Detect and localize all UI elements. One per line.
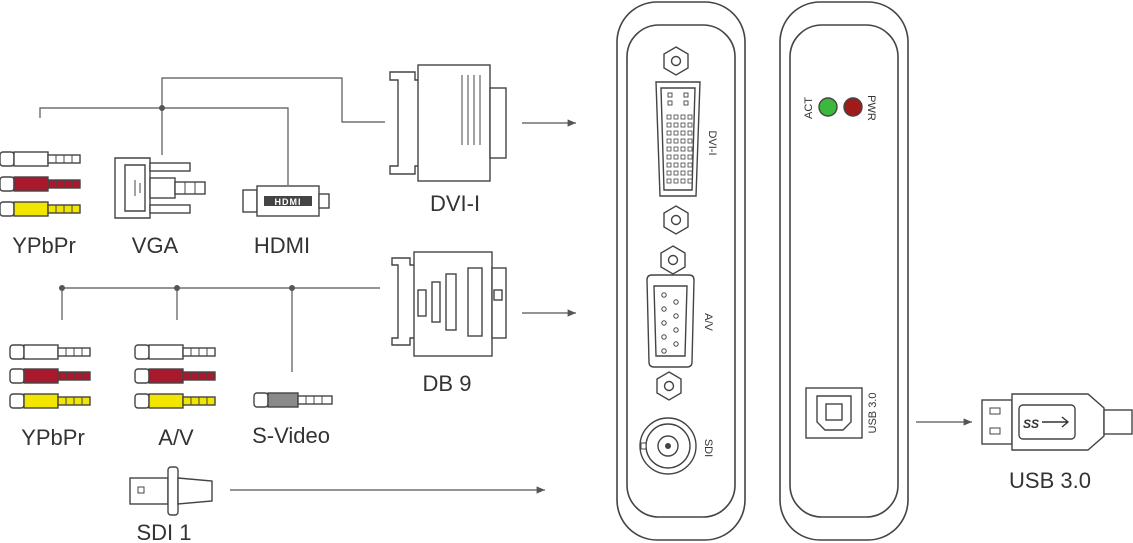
sdi-port xyxy=(639,417,697,475)
hex-nut-icon xyxy=(656,46,689,401)
label-hdmi: HDMI xyxy=(254,233,310,258)
usb-b-port xyxy=(805,387,863,439)
label-av: A/V xyxy=(158,425,194,450)
rca-plug-icon-ypbpr-bottom xyxy=(9,344,91,409)
bottom-bus-lines xyxy=(59,285,380,372)
label-sdi1: SDI 1 xyxy=(136,520,191,543)
label-vga: VGA xyxy=(132,233,179,258)
db9-connector-icon xyxy=(391,251,507,357)
label-usb30: USB 3.0 xyxy=(1009,468,1091,493)
dvi-port-label: DVI-I xyxy=(706,130,718,155)
label-ypbpr-bottom: YPbPr xyxy=(21,425,85,450)
label-db9: DB 9 xyxy=(423,371,472,396)
dvi-port xyxy=(655,81,701,197)
rca-plug-icon-ypbpr-top xyxy=(0,151,81,217)
device-back-panel: ACT PWR USB 3.0 xyxy=(779,1,909,541)
svg-text:HDMI: HDMI xyxy=(275,197,302,207)
usb3-plug-icon: SS xyxy=(981,393,1133,451)
svideo-plug-icon xyxy=(253,392,333,408)
sdi-port-label: SDI xyxy=(702,439,714,457)
device-front-panel: DVI-I A/V SDI xyxy=(616,1,746,541)
usb-port-label: USB 3.0 xyxy=(867,393,879,434)
top-bus-lines xyxy=(39,77,385,185)
pwr-label: PWR xyxy=(865,95,877,121)
act-label: ACT xyxy=(803,97,815,119)
dvi-connector-icon xyxy=(389,64,507,182)
sdi-plug-icon xyxy=(129,466,213,516)
label-svideo: S-Video xyxy=(252,423,330,448)
label-ypbpr-top: YPbPr xyxy=(12,233,76,258)
av-port-label: A/V xyxy=(702,313,714,331)
svg-text:SS: SS xyxy=(1023,417,1039,431)
vga-plug-icon xyxy=(114,157,206,219)
act-led-icon xyxy=(818,97,838,117)
label-dvi: DVI-I xyxy=(430,191,480,216)
av-port xyxy=(646,274,695,368)
rca-plug-icon-av xyxy=(134,344,216,409)
hdmi-plug-icon: HDMI xyxy=(242,185,330,217)
pwr-led-icon xyxy=(843,97,863,117)
